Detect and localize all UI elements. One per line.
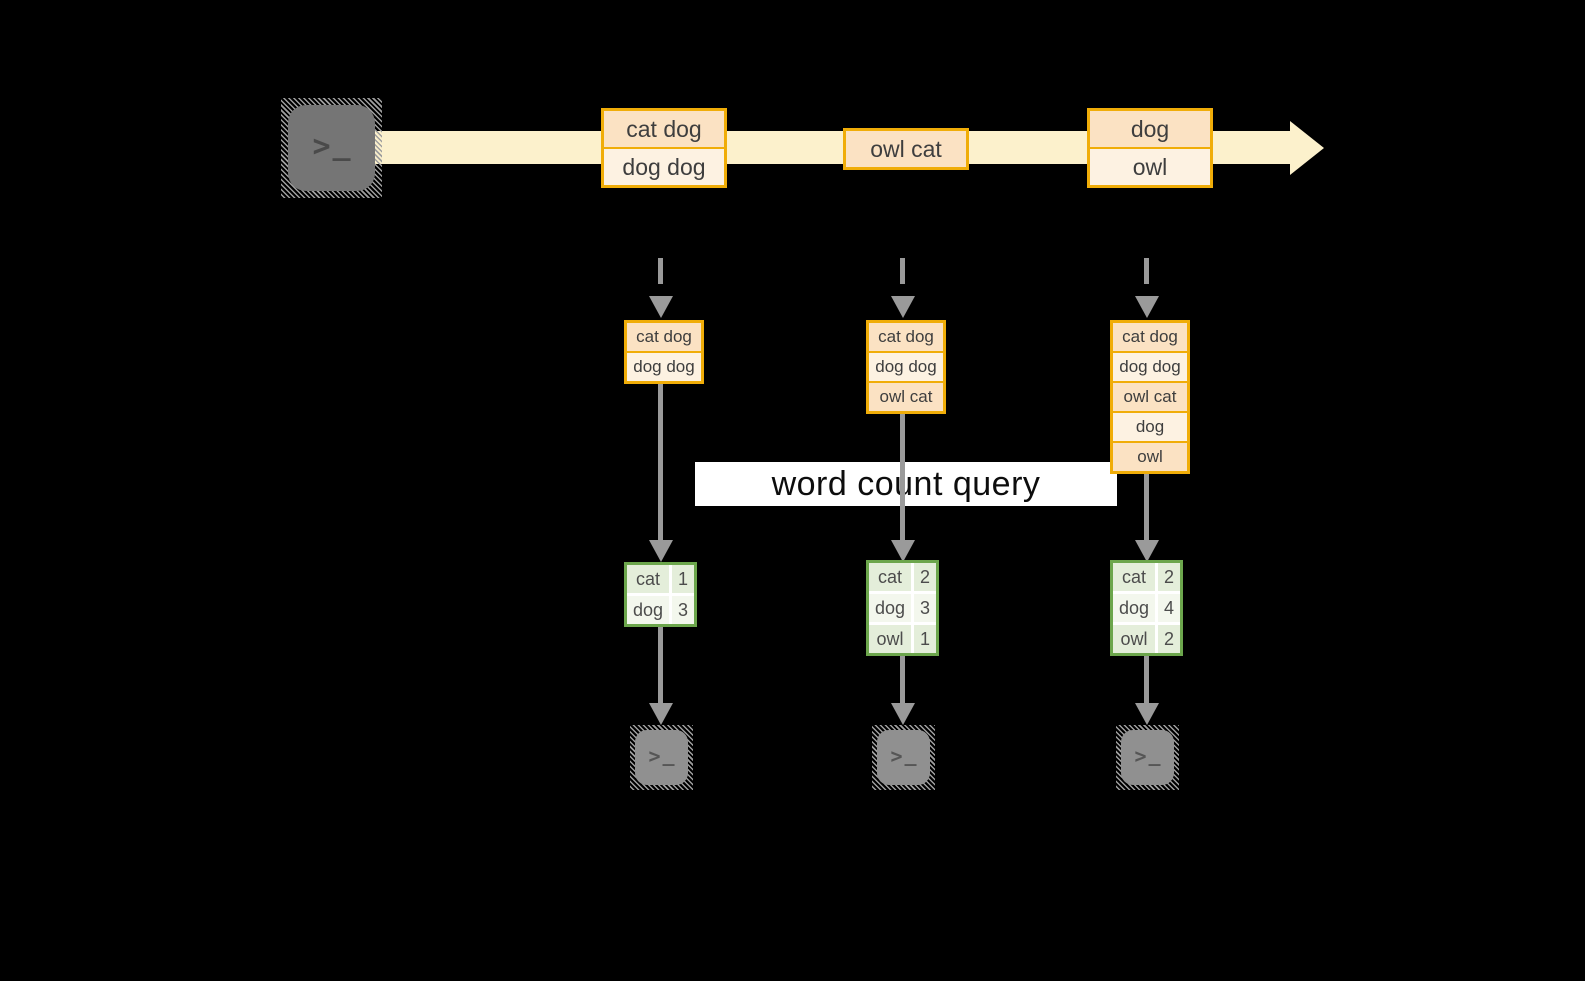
dashed-arrow-line xyxy=(1144,258,1149,284)
query-arrow-line xyxy=(900,414,905,540)
query-arrow-head xyxy=(649,540,673,562)
count-table: cat 1 dog 3 xyxy=(624,562,697,627)
record-line: dog xyxy=(1090,111,1210,147)
count-value: 3 xyxy=(672,596,694,624)
dashed-arrow-head xyxy=(649,296,673,318)
sink-terminal-icon: > _ xyxy=(1116,725,1179,790)
terminal-prompt-icon: > _ xyxy=(1121,730,1174,785)
query-banner: word count query xyxy=(695,462,1117,506)
count-value: 1 xyxy=(672,565,694,593)
output-arrow-line xyxy=(1144,656,1149,703)
terminal-prompt-icon: > _ xyxy=(288,105,375,191)
count-word: owl xyxy=(869,625,911,653)
query-arrow-head xyxy=(891,540,915,562)
buffer-row: cat dog xyxy=(627,323,701,351)
count-table: cat 2 dog 4 owl 2 xyxy=(1110,560,1183,656)
count-value: 2 xyxy=(914,563,936,591)
record-line: dog dog xyxy=(604,147,724,185)
stream-record-box: cat dog dog dog xyxy=(601,108,727,188)
count-value: 2 xyxy=(1158,625,1180,653)
count-word: dog xyxy=(1113,594,1155,622)
buffer-stack: cat dog dog dog xyxy=(624,320,704,384)
buffer-row: dog dog xyxy=(1113,351,1187,381)
dashed-arrow-line xyxy=(900,258,905,284)
query-arrow-line xyxy=(658,384,663,540)
buffer-row: dog dog xyxy=(627,351,701,381)
stream-record-box: dog owl xyxy=(1087,108,1213,188)
prompt-glyph: > xyxy=(312,128,331,164)
count-word: cat xyxy=(869,563,911,591)
count-word: dog xyxy=(627,596,669,624)
cursor-glyph: _ xyxy=(1148,741,1161,766)
count-value: 3 xyxy=(914,594,936,622)
cursor-glyph: _ xyxy=(662,741,675,766)
output-arrow-line xyxy=(900,656,905,703)
cursor-glyph: _ xyxy=(904,741,917,766)
terminal-prompt-icon: > _ xyxy=(635,730,688,785)
buffer-row: dog xyxy=(1113,411,1187,441)
buffer-stack: cat dog dog dog owl cat dog owl xyxy=(1110,320,1190,474)
prompt-glyph: > xyxy=(1134,743,1147,768)
terminal-prompt-icon: > _ xyxy=(877,730,930,785)
record-line: owl cat xyxy=(846,131,966,167)
sink-terminal-icon: > _ xyxy=(630,725,693,790)
buffer-stack: cat dog dog dog owl cat xyxy=(866,320,946,414)
output-arrow-head xyxy=(649,703,673,725)
source-terminal-icon: > _ xyxy=(281,98,382,198)
dashed-arrow-line xyxy=(658,258,663,284)
count-word: owl xyxy=(1113,625,1155,653)
buffer-row: cat dog xyxy=(1113,323,1187,351)
count-table: cat 2 dog 3 owl 1 xyxy=(866,560,939,656)
query-banner-label: word count query xyxy=(771,464,1041,503)
dashed-arrow-head xyxy=(1135,296,1159,318)
output-arrow-line xyxy=(658,627,663,703)
output-arrow-head xyxy=(891,703,915,725)
prompt-glyph: > xyxy=(648,743,661,768)
prompt-glyph: > xyxy=(890,743,903,768)
sink-terminal-icon: > _ xyxy=(872,725,935,790)
output-arrow-head xyxy=(1135,703,1159,725)
stream-arrow-head xyxy=(1290,121,1324,175)
buffer-row: cat dog xyxy=(869,323,943,351)
query-arrow-head xyxy=(1135,540,1159,562)
record-line: owl xyxy=(1090,147,1210,185)
buffer-row: owl xyxy=(1113,441,1187,471)
count-value: 2 xyxy=(1158,563,1180,591)
count-value: 1 xyxy=(914,625,936,653)
dashed-arrow-head xyxy=(891,296,915,318)
buffer-row: owl cat xyxy=(869,381,943,411)
count-word: dog xyxy=(869,594,911,622)
count-value: 4 xyxy=(1158,594,1180,622)
cursor-glyph: _ xyxy=(332,126,351,162)
query-arrow-line xyxy=(1144,474,1149,540)
record-line: cat dog xyxy=(604,111,724,147)
buffer-row: dog dog xyxy=(869,351,943,381)
buffer-row: owl cat xyxy=(1113,381,1187,411)
stream-record-box: owl cat xyxy=(843,128,969,170)
count-word: cat xyxy=(627,565,669,593)
count-word: cat xyxy=(1113,563,1155,591)
